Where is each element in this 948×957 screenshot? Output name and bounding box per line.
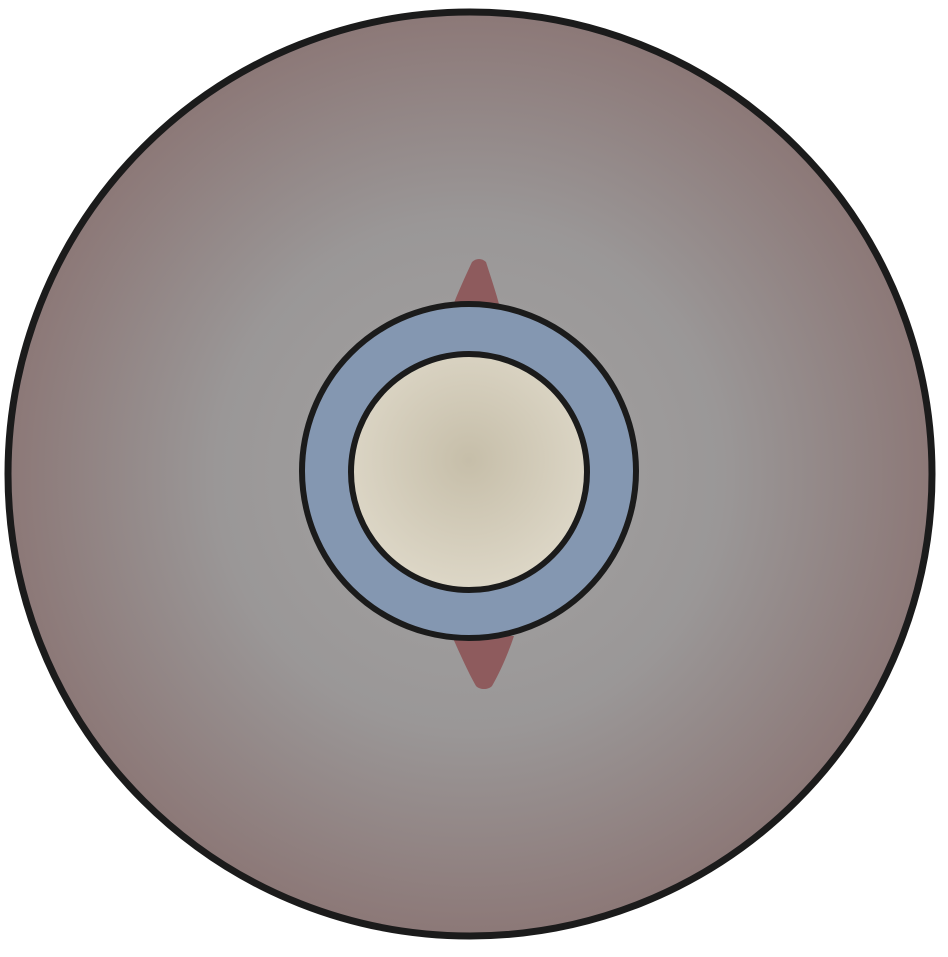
bottom-spike <box>452 636 514 689</box>
top-spike <box>452 259 500 308</box>
inner-disc <box>348 351 590 593</box>
